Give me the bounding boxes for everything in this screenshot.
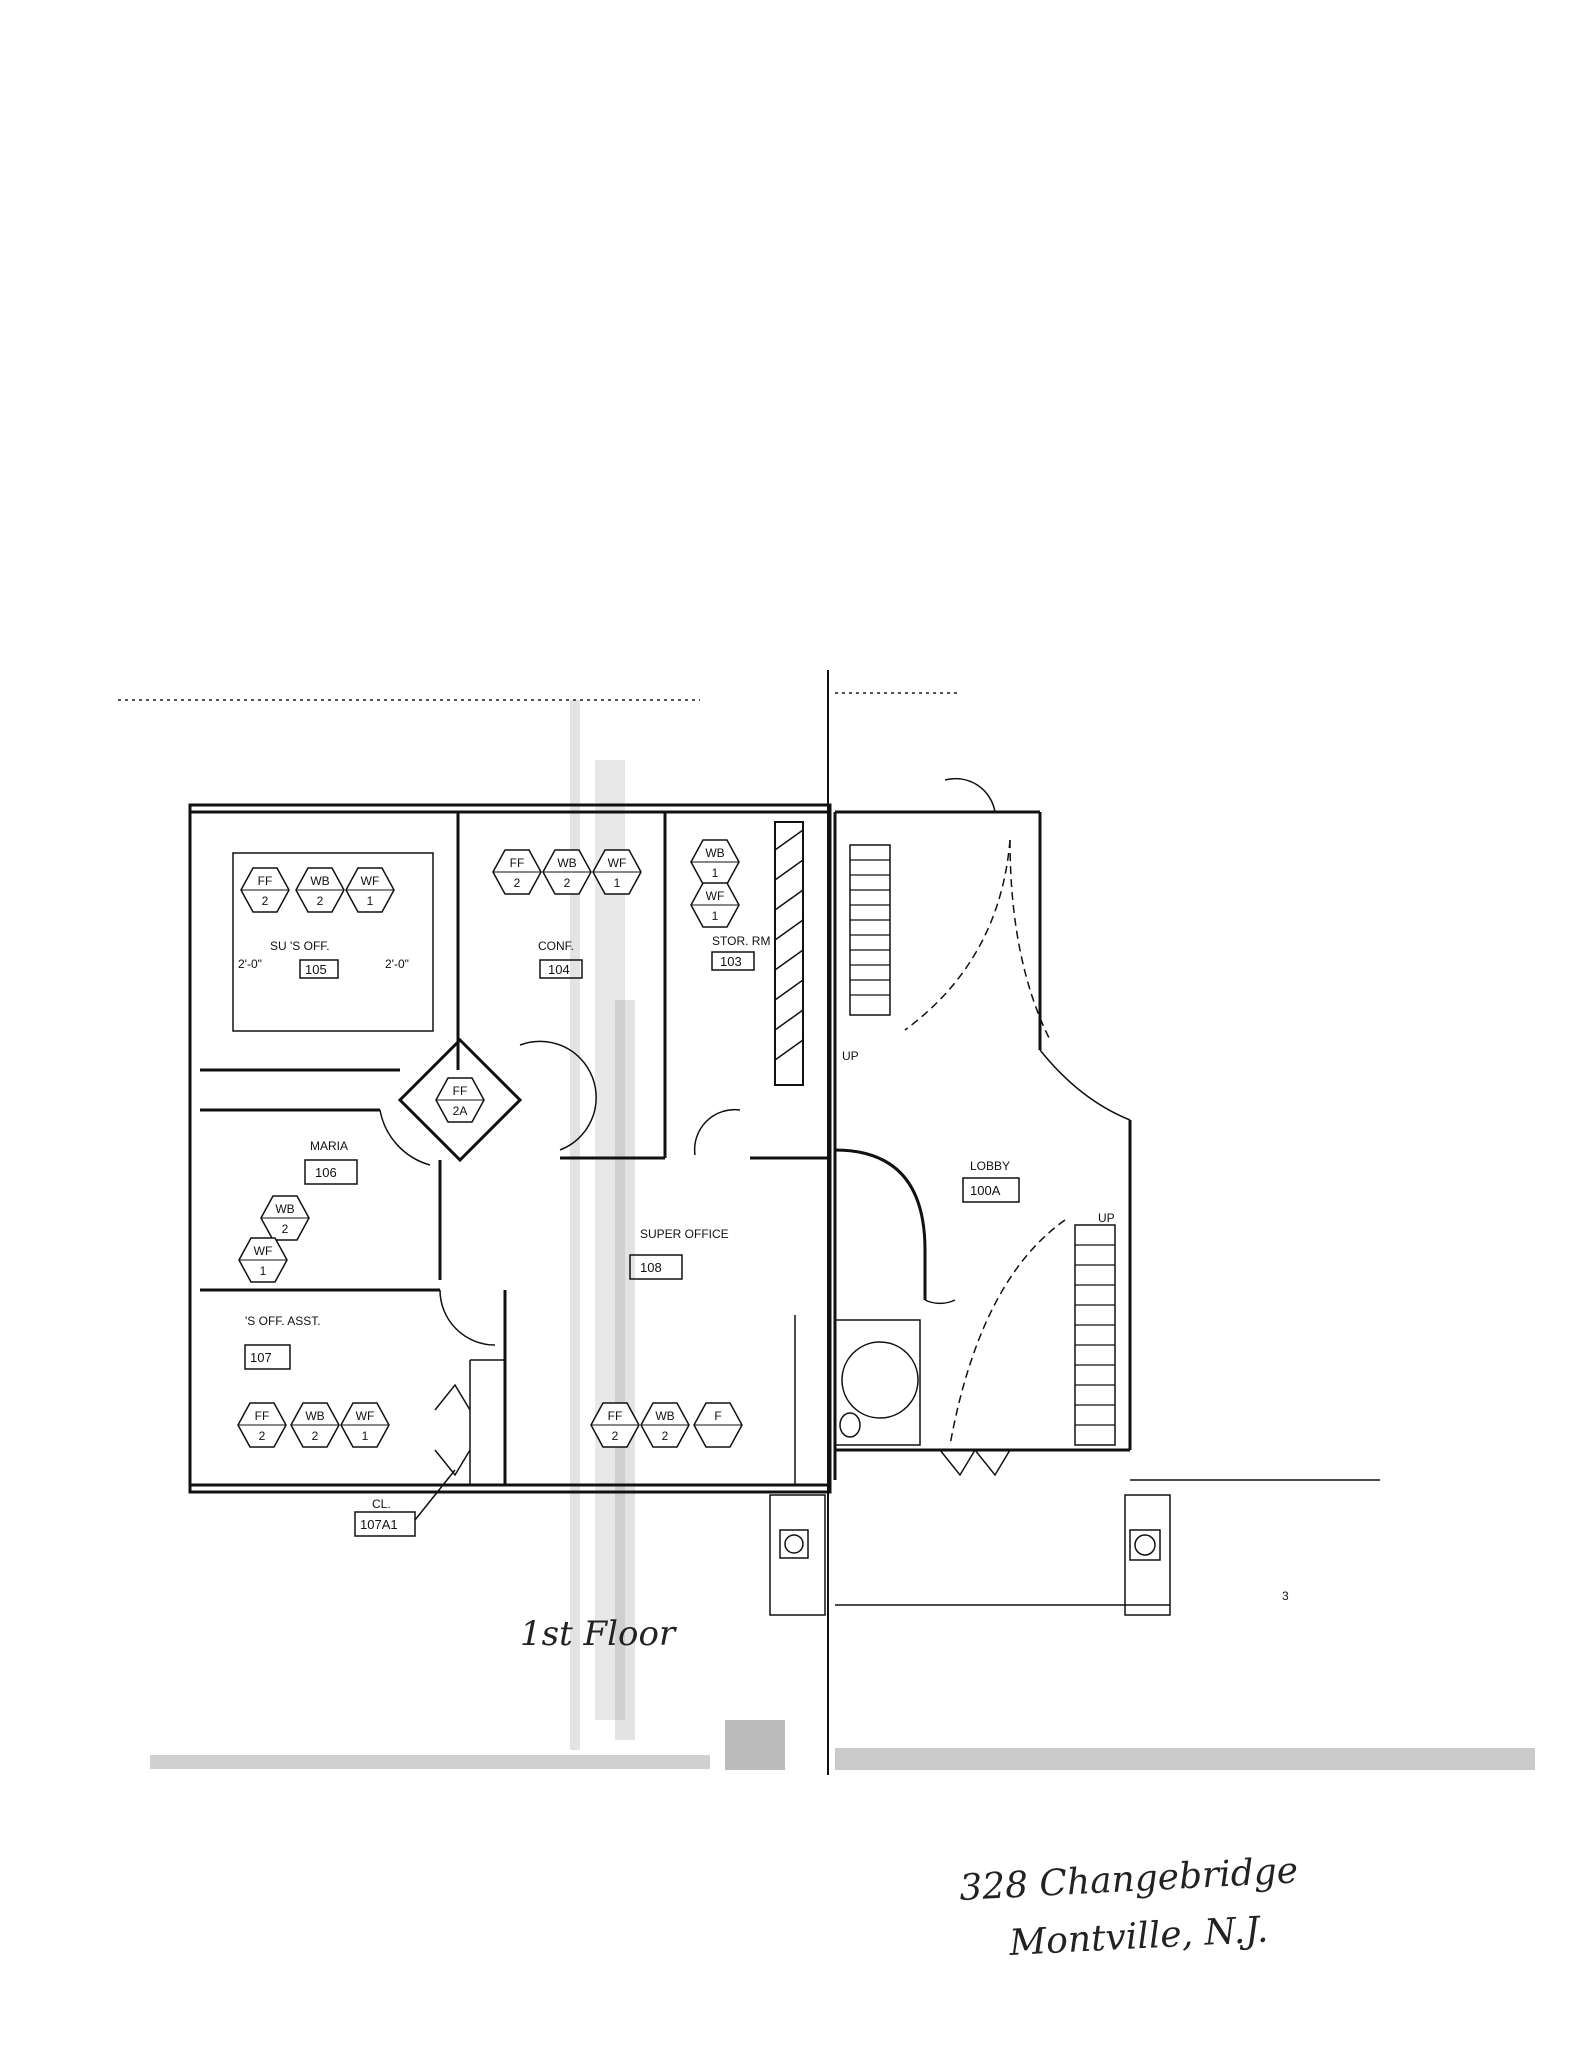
room-name-106: MARIA bbox=[310, 1139, 348, 1153]
room-number-100a: 100A bbox=[970, 1183, 1001, 1198]
hex-tag-value: 2 bbox=[612, 1429, 619, 1443]
page-number: 3 bbox=[1282, 1589, 1289, 1603]
hex-tag-value: 2A bbox=[453, 1104, 468, 1118]
room-name-107: 'S OFF. ASST. bbox=[245, 1314, 321, 1328]
hex-tag-value: 1 bbox=[712, 909, 719, 923]
hex-tag-value: 1 bbox=[614, 876, 621, 890]
room-label-103: STOR. RM 103 bbox=[711, 934, 770, 971]
shelf-hatch bbox=[774, 829, 804, 1061]
room-label-100a: LOBBY 100A bbox=[962, 1159, 1020, 1203]
hex-tag-key: WB bbox=[557, 856, 576, 870]
hex-tag-12: WB 2 bbox=[290, 1402, 340, 1448]
room-number-107a1: 107A1 bbox=[360, 1517, 398, 1532]
exterior-boxes bbox=[769, 1494, 1171, 1616]
hex-tag-layer: FF2WB2WF1FF2WB2WF1WB1WF1FF2AWB2WF1FF2WB2… bbox=[237, 839, 743, 1448]
hex-tag-key: WF bbox=[361, 874, 380, 888]
hex-tag-4: WB 2 bbox=[542, 849, 592, 895]
hex-tag-2: WF 1 bbox=[345, 867, 395, 913]
room-label-107: 'S OFF. ASST. 107 bbox=[244, 1314, 321, 1370]
hex-tag-value: 2 bbox=[312, 1429, 319, 1443]
room-number-107: 107 bbox=[250, 1350, 272, 1365]
hex-tag-key: WB bbox=[655, 1409, 674, 1423]
hex-tag-1: WB 2 bbox=[295, 867, 345, 913]
hex-tag-7: WF 1 bbox=[690, 882, 740, 928]
hex-tag-key: F bbox=[714, 1409, 721, 1423]
hex-tag-key: WB bbox=[310, 874, 329, 888]
hex-tag-5: WF 1 bbox=[592, 849, 642, 895]
hex-tag-key: FF bbox=[510, 856, 525, 870]
hex-tag-15: WB 2 bbox=[640, 1402, 690, 1448]
room-label-104: CONF. 104 bbox=[538, 939, 583, 979]
room-number-105: 105 bbox=[305, 962, 327, 977]
upper-stair-treads bbox=[850, 859, 890, 996]
hex-tag-value: 1 bbox=[712, 866, 719, 880]
room-name-107a1: CL. bbox=[372, 1497, 391, 1511]
hex-tag-value: 1 bbox=[362, 1429, 369, 1443]
hex-tag-value: 2 bbox=[262, 894, 269, 908]
left-building bbox=[188, 803, 832, 1494]
room-number-108: 108 bbox=[640, 1260, 662, 1275]
hex-tag-key: FF bbox=[255, 1409, 270, 1423]
hex-tag-key: WB bbox=[305, 1409, 324, 1423]
hex-tag-key: WF bbox=[254, 1244, 273, 1258]
address-line-2: Montville, N.J. bbox=[1007, 1909, 1269, 1964]
hex-tag-14: FF 2 bbox=[590, 1402, 640, 1448]
hex-tag-key: WB bbox=[705, 846, 724, 860]
dim-left: 2'-0" bbox=[238, 957, 262, 971]
hex-tag-0: FF 2 bbox=[240, 867, 290, 913]
hex-tag-key: WF bbox=[608, 856, 627, 870]
stair-label-top: UP bbox=[842, 1049, 859, 1063]
lower-stair-treads bbox=[1075, 1244, 1115, 1426]
hex-tag-8: FF 2A bbox=[435, 1077, 485, 1123]
scan-noise-streak bbox=[570, 700, 635, 1750]
dim-right: 2'-0" bbox=[385, 957, 409, 971]
stair-label-bottom: UP bbox=[1098, 1211, 1115, 1225]
hex-tag-key: FF bbox=[453, 1084, 468, 1098]
hex-tag-9: WB 2 bbox=[260, 1195, 310, 1241]
room-name-104: CONF. bbox=[538, 939, 574, 953]
hex-tag-key: WF bbox=[356, 1409, 375, 1423]
room-label-107a1: CL. 107A1 bbox=[354, 1469, 456, 1537]
room-name-105: SU 'S OFF. bbox=[270, 939, 330, 953]
room-label-105: SU 'S OFF. 105 2'-0" 2'-0" bbox=[238, 939, 409, 979]
hex-tag-13: WF 1 bbox=[340, 1402, 390, 1448]
hex-tag-value: 2 bbox=[564, 876, 571, 890]
hex-tag-key: FF bbox=[608, 1409, 623, 1423]
right-building bbox=[833, 777, 1380, 1481]
floor-annotation: 1st Floor bbox=[520, 1614, 677, 1654]
room-label-106: MARIA 106 bbox=[304, 1139, 358, 1185]
scan-artifact-top bbox=[118, 692, 960, 701]
room-name-100a: LOBBY bbox=[970, 1159, 1010, 1173]
hex-tag-3: FF 2 bbox=[492, 849, 542, 895]
room-label-108: SUPER OFFICE 108 bbox=[629, 1227, 729, 1280]
room-number-104: 104 bbox=[548, 962, 570, 977]
hex-tag-value: 2 bbox=[514, 876, 521, 890]
hex-tag-value: 2 bbox=[317, 894, 324, 908]
hex-tag-10: WF 1 bbox=[238, 1237, 288, 1283]
hex-tag-11: FF 2 bbox=[237, 1402, 287, 1448]
hex-tag-16: F bbox=[693, 1402, 743, 1448]
hex-tag-6: WB 1 bbox=[690, 839, 740, 885]
room-number-106: 106 bbox=[315, 1165, 337, 1180]
room-number-103: 103 bbox=[720, 954, 742, 969]
hex-tag-value: 1 bbox=[260, 1264, 267, 1278]
hex-tag-value: 2 bbox=[662, 1429, 669, 1443]
hex-tag-key: WF bbox=[706, 889, 725, 903]
room-name-103: STOR. RM bbox=[712, 934, 770, 948]
hex-tag-value: 2 bbox=[282, 1222, 289, 1236]
hex-tag-key: FF bbox=[258, 874, 273, 888]
room-name-108: SUPER OFFICE bbox=[640, 1227, 729, 1241]
hex-tag-key: WB bbox=[275, 1202, 294, 1216]
address-line-1: 328 Changebridge bbox=[958, 1850, 1299, 1909]
hex-tag-value: 1 bbox=[367, 894, 374, 908]
hex-tag-value: 2 bbox=[259, 1429, 266, 1443]
scan-noise-bottom bbox=[150, 1720, 1535, 1770]
